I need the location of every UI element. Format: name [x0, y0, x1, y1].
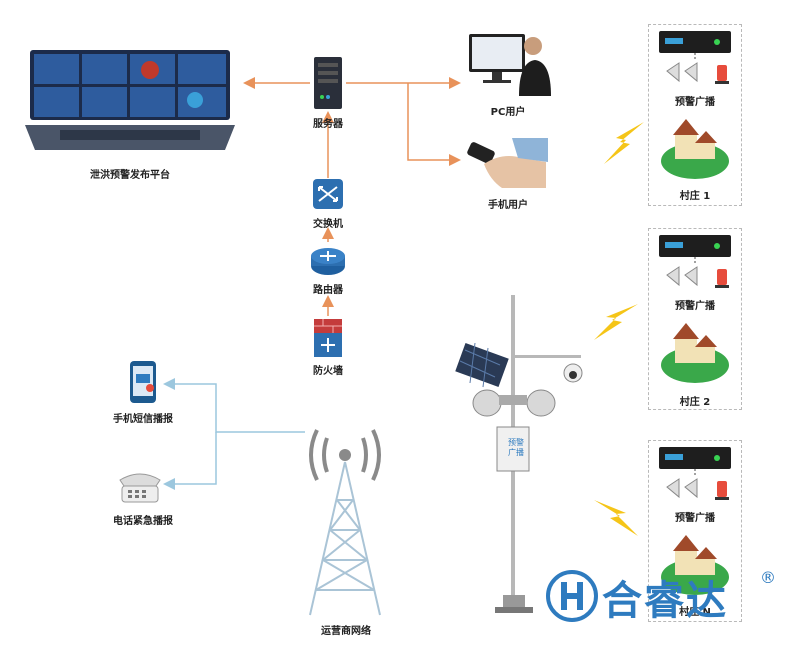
link-server-mobile	[407, 83, 461, 166]
phone-broadcast-label: 电话紧急播报	[113, 516, 173, 527]
router-icon	[311, 248, 345, 275]
sms-broadcast-label: 手机短信播报	[113, 414, 173, 425]
village-n-name: 村庄 N	[679, 607, 711, 618]
village-houses-icon	[661, 119, 729, 179]
registered-mark: ®	[760, 568, 776, 587]
switch-icon	[313, 179, 343, 209]
broadcast-device-icon	[659, 447, 731, 500]
switch-label: 交换机	[313, 219, 343, 230]
village-panel-1: 预警广播 村庄 1	[648, 24, 742, 206]
pc-user-icon	[469, 34, 551, 96]
control-room-icon	[25, 50, 235, 150]
link-tower-phone	[163, 432, 217, 490]
pc-user-label: PC用户	[490, 107, 526, 118]
village-2-broadcast-label: 预警广播	[675, 301, 715, 312]
mobile-user-icon	[467, 138, 548, 188]
brand-name: 合睿达	[602, 578, 728, 624]
village-1-name: 村庄 1	[679, 191, 711, 202]
cell-tower-icon	[309, 429, 381, 616]
village-panel-2: 预警广播 村庄 2	[648, 228, 742, 410]
lightning-icon-2	[594, 304, 638, 340]
broadcast-device-icon	[659, 31, 731, 84]
broadcast-device-icon	[659, 235, 731, 288]
village-2-name: 村庄 2	[679, 397, 711, 408]
server-label: 服务器	[313, 119, 343, 130]
village-panel-n: 预警广播 村庄 N	[648, 440, 742, 622]
lightning-icon-3	[594, 500, 638, 536]
village-1-broadcast-label: 预警广播	[675, 97, 715, 108]
smartphone-sms-icon	[130, 361, 156, 403]
carrier-network-label: 运营商网络	[321, 626, 371, 637]
server-icon	[314, 57, 342, 109]
firewall-label: 防火墙	[313, 366, 343, 377]
telephone-icon	[119, 473, 161, 503]
lightning-icon	[604, 122, 644, 164]
pole-box-label: 预警广播	[508, 438, 524, 457]
firewall-icon	[314, 319, 342, 357]
platform-label: 泄洪预警发布平台	[90, 170, 170, 181]
village-houses-icon	[661, 323, 729, 383]
village-n-broadcast-label: 预警广播	[675, 513, 715, 524]
router-label: 路由器	[313, 285, 343, 296]
brand-logo-icon	[546, 570, 598, 622]
warning-pole-icon	[455, 295, 583, 613]
mobile-user-label: 手机用户	[488, 200, 528, 211]
village-houses-icon	[661, 535, 729, 595]
link-tower-sms	[163, 378, 305, 433]
